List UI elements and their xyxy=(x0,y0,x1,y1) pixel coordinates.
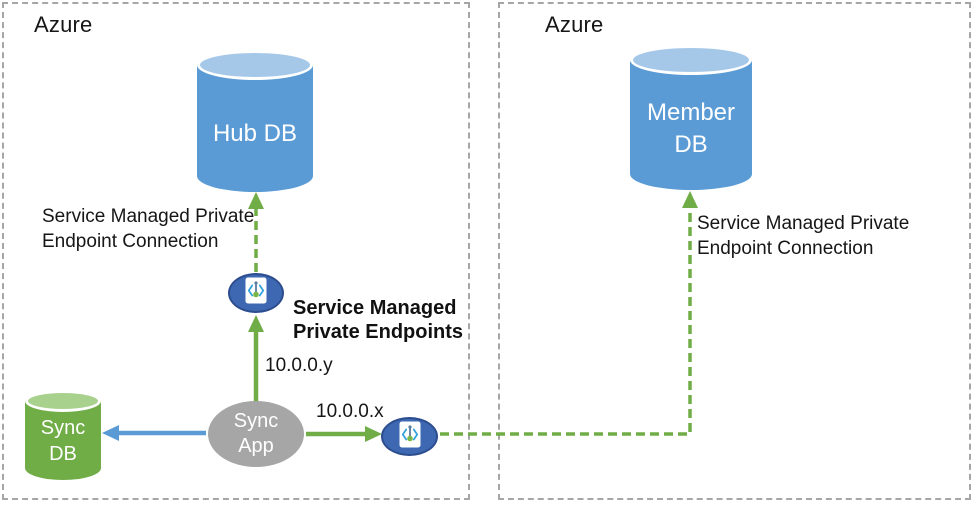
private-endpoint-icon xyxy=(245,277,267,309)
sync-db-cylinder-body xyxy=(25,401,101,480)
sync-db-label: Sync DB xyxy=(40,417,86,465)
sync-app-node: Sync App xyxy=(208,401,304,467)
sync-db-cylinder-top xyxy=(25,390,101,412)
member-db-cylinder-top xyxy=(630,45,752,75)
ip-label-10-0-0-x: 10.0.0.x xyxy=(316,401,384,422)
azure-region-left-label: Azure xyxy=(34,12,93,37)
member-db-label: Member DB xyxy=(646,98,736,158)
member-db-cylinder-body xyxy=(630,60,752,190)
hub-db-cylinder-body xyxy=(197,65,313,192)
private-endpoint-member-node xyxy=(381,417,438,456)
ip-label-10-0-0-y: 10.0.0.y xyxy=(265,355,333,376)
hub-db-label: Hub DB xyxy=(212,120,298,147)
hub-db-node: Hub DB xyxy=(197,50,313,192)
hub-db-cylinder-top xyxy=(197,50,313,80)
azure-region-right-label: Azure xyxy=(545,12,604,37)
sync-app-label: Sync xyxy=(233,410,279,432)
sync-db-node: Sync DB xyxy=(25,390,101,480)
private-endpoint-hub-node xyxy=(228,273,284,313)
private-endpoint-icon xyxy=(399,421,421,453)
member-db-node: Member DB xyxy=(630,45,752,190)
